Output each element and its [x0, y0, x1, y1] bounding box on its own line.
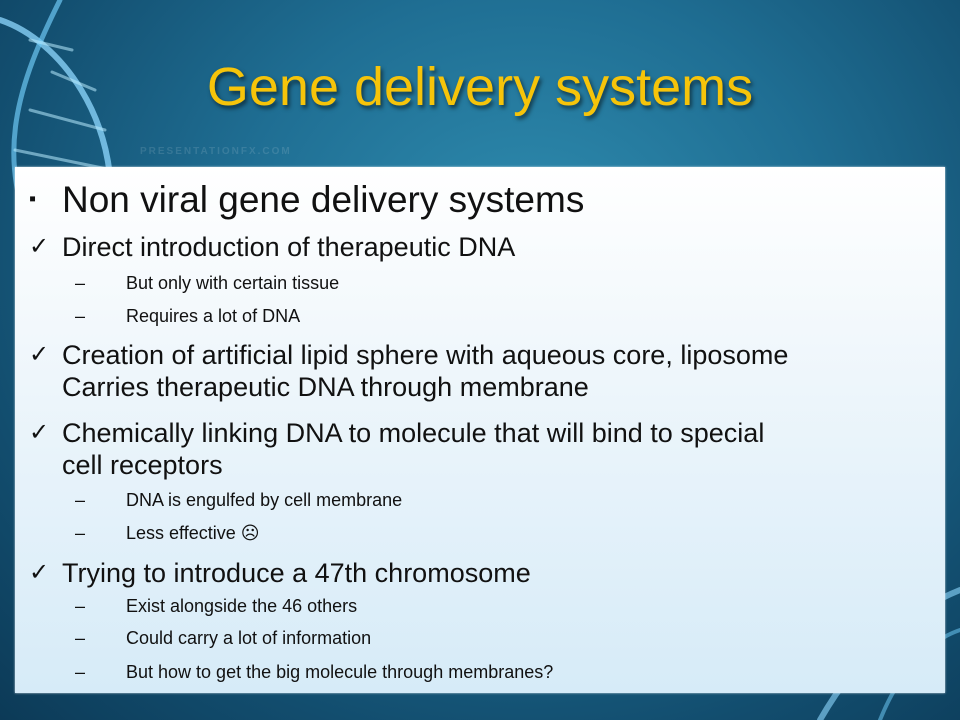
item-text: Requires a lot of DNA — [126, 306, 301, 326]
item-text: cell receptors — [62, 450, 223, 480]
dash-bullet-icon: – — [75, 523, 86, 543]
checkmark-icon: ✓ — [29, 233, 50, 260]
dash-bullet-icon: – — [75, 273, 86, 293]
item-text: Exist alongside the 46 others — [126, 596, 358, 616]
dash-bullet-icon: – — [75, 596, 86, 616]
item-text: Chemically linking DNA to molecule that … — [62, 418, 765, 448]
item-text: Could carry a lot of information — [126, 628, 372, 648]
item-text: But only with certain tissue — [126, 273, 340, 293]
checkmark-icon: ✓ — [29, 419, 50, 446]
dash-bullet-icon: – — [75, 662, 86, 682]
watermark: PRESENTATIONFX.COM — [140, 146, 292, 157]
dash-bullet-icon: – — [75, 628, 86, 648]
dash-bullet-icon: – — [75, 490, 86, 510]
checkmark-icon: ✓ — [29, 559, 50, 586]
item-text: Carries therapeutic DNA through membrane — [62, 372, 589, 402]
item-text: DNA is engulfed by cell membrane — [126, 490, 403, 510]
checkmark-icon: ✓ — [29, 341, 50, 368]
item-text: Less effective ☹ — [126, 523, 260, 543]
item-text: Creation of artificial lipid sphere with… — [62, 340, 789, 370]
dash-bullet-icon: – — [75, 306, 86, 326]
item-text: Trying to introduce a 47th chromosome — [62, 558, 531, 588]
item-text: But how to get the big molecule through … — [126, 662, 554, 682]
heading-text: Non viral gene delivery systems — [62, 179, 585, 220]
item-text: Direct introduction of therapeutic DNA — [62, 232, 516, 262]
content-panel: ▪ Non viral gene delivery systems ✓ Dire… — [15, 167, 945, 693]
slide-title: Gene delivery systems — [206, 57, 754, 117]
square-bullet-icon: ▪ — [29, 188, 37, 210]
